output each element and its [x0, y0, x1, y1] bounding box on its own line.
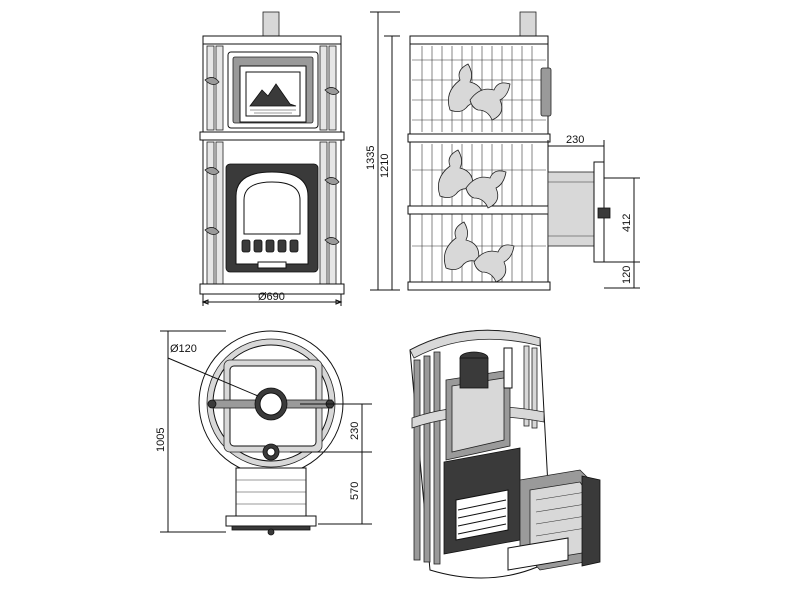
- top-depth-label: 1005: [155, 428, 167, 452]
- cutaway-ash-pan: [507, 537, 569, 571]
- side-lower-section: [407, 141, 551, 289]
- top-view: Ø120 1005 230 570: [155, 330, 372, 536]
- front-chimney-pipe: [262, 11, 280, 37]
- side-chimney-pipe: [519, 11, 537, 37]
- side-dimension-1210: 1210: [379, 35, 400, 290]
- side-dimension-1335: 1335: [365, 11, 400, 291]
- top-dimension-1005: 1005: [155, 330, 226, 533]
- side-dimension-412: 412: [604, 177, 640, 263]
- side-view: 1335 1210 230 412 120: [365, 11, 640, 291]
- side-flue-offset-label: 120: [621, 266, 633, 284]
- front-lower-section: [202, 77, 342, 293]
- side-upper-handle: [540, 67, 552, 117]
- top-firebox-length-label: 570: [349, 482, 361, 500]
- front-width-dimension: Ø690: [201, 291, 343, 306]
- front-width-label: Ø690: [258, 291, 285, 303]
- side-lower-oak-leaf: [437, 149, 474, 198]
- cutaway-tunnel-ribs: [535, 491, 587, 537]
- side-flue-height-label: 412: [621, 214, 633, 232]
- front-ash-vents: [241, 239, 299, 253]
- side-upper-section: [409, 43, 552, 135]
- side-dimension-120: 120: [604, 262, 640, 289]
- cutaway-top-ring: [409, 329, 541, 359]
- top-dimension-570: 570: [318, 452, 372, 525]
- cutaway-right-bars: [523, 345, 538, 429]
- front-upper-section: [202, 43, 342, 133]
- front-leaf-ornaments: [204, 77, 340, 245]
- side-firebox-tunnel: [547, 161, 611, 263]
- cutaway-view: [409, 329, 601, 579]
- top-chimney-offset-label: 230: [349, 422, 361, 440]
- top-diameter-leader: Ø120: [167, 343, 259, 397]
- front-middle-band: [199, 131, 345, 141]
- cutaway-grate: [457, 499, 507, 535]
- top-dimension-230: 230: [290, 403, 372, 453]
- side-height-body-label: 1210: [379, 154, 391, 178]
- top-diameter-label: Ø120: [170, 343, 197, 355]
- side-flue-depth-label: 230: [566, 134, 584, 146]
- top-tunnel: [225, 467, 317, 536]
- front-top-cap: [202, 35, 342, 45]
- front-base: [199, 283, 345, 295]
- side-dimension-230: 230: [547, 134, 605, 166]
- cutaway-left-bars: [413, 351, 441, 565]
- front-view: Ø690: [199, 11, 345, 306]
- side-height-total-label: 1335: [365, 146, 377, 170]
